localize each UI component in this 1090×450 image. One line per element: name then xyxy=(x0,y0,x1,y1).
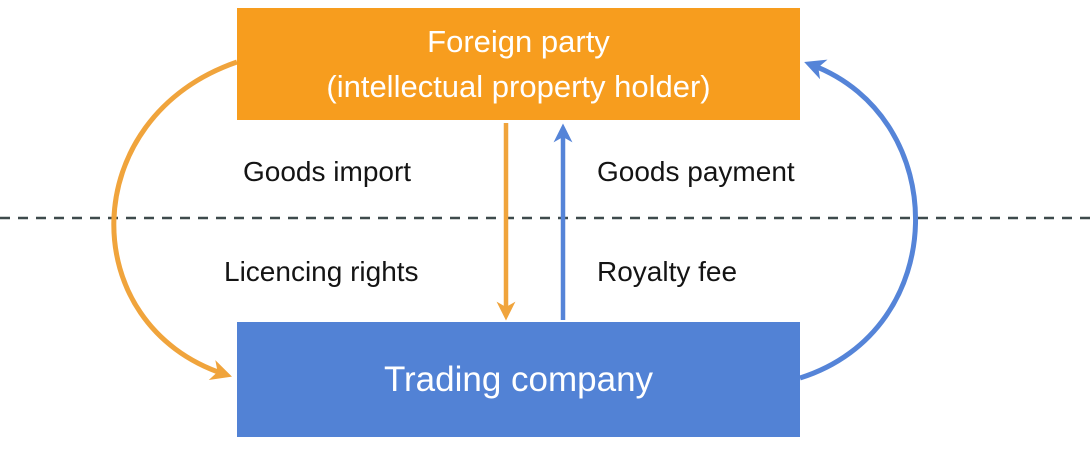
blue-curved-arrow-right xyxy=(799,59,918,381)
flow-label-royalty-fee: Royalty fee xyxy=(597,256,738,287)
flow-label-goods-import: Goods import xyxy=(243,156,412,187)
foreign-party-label-line1: Foreign party xyxy=(427,24,610,59)
flow-label-goods-payment: Goods payment xyxy=(597,156,795,187)
trading-company-label: Trading company xyxy=(383,359,654,399)
foreign-party-label-line2: (intellectual property holder) xyxy=(326,69,711,104)
node-trading-company: Trading company xyxy=(237,322,800,437)
flow-label-licencing-rights: Licencing rights xyxy=(224,256,419,287)
orange-curved-arrow-left xyxy=(111,59,238,381)
node-foreign-party: Foreign party (intellectual property hol… xyxy=(237,8,800,120)
